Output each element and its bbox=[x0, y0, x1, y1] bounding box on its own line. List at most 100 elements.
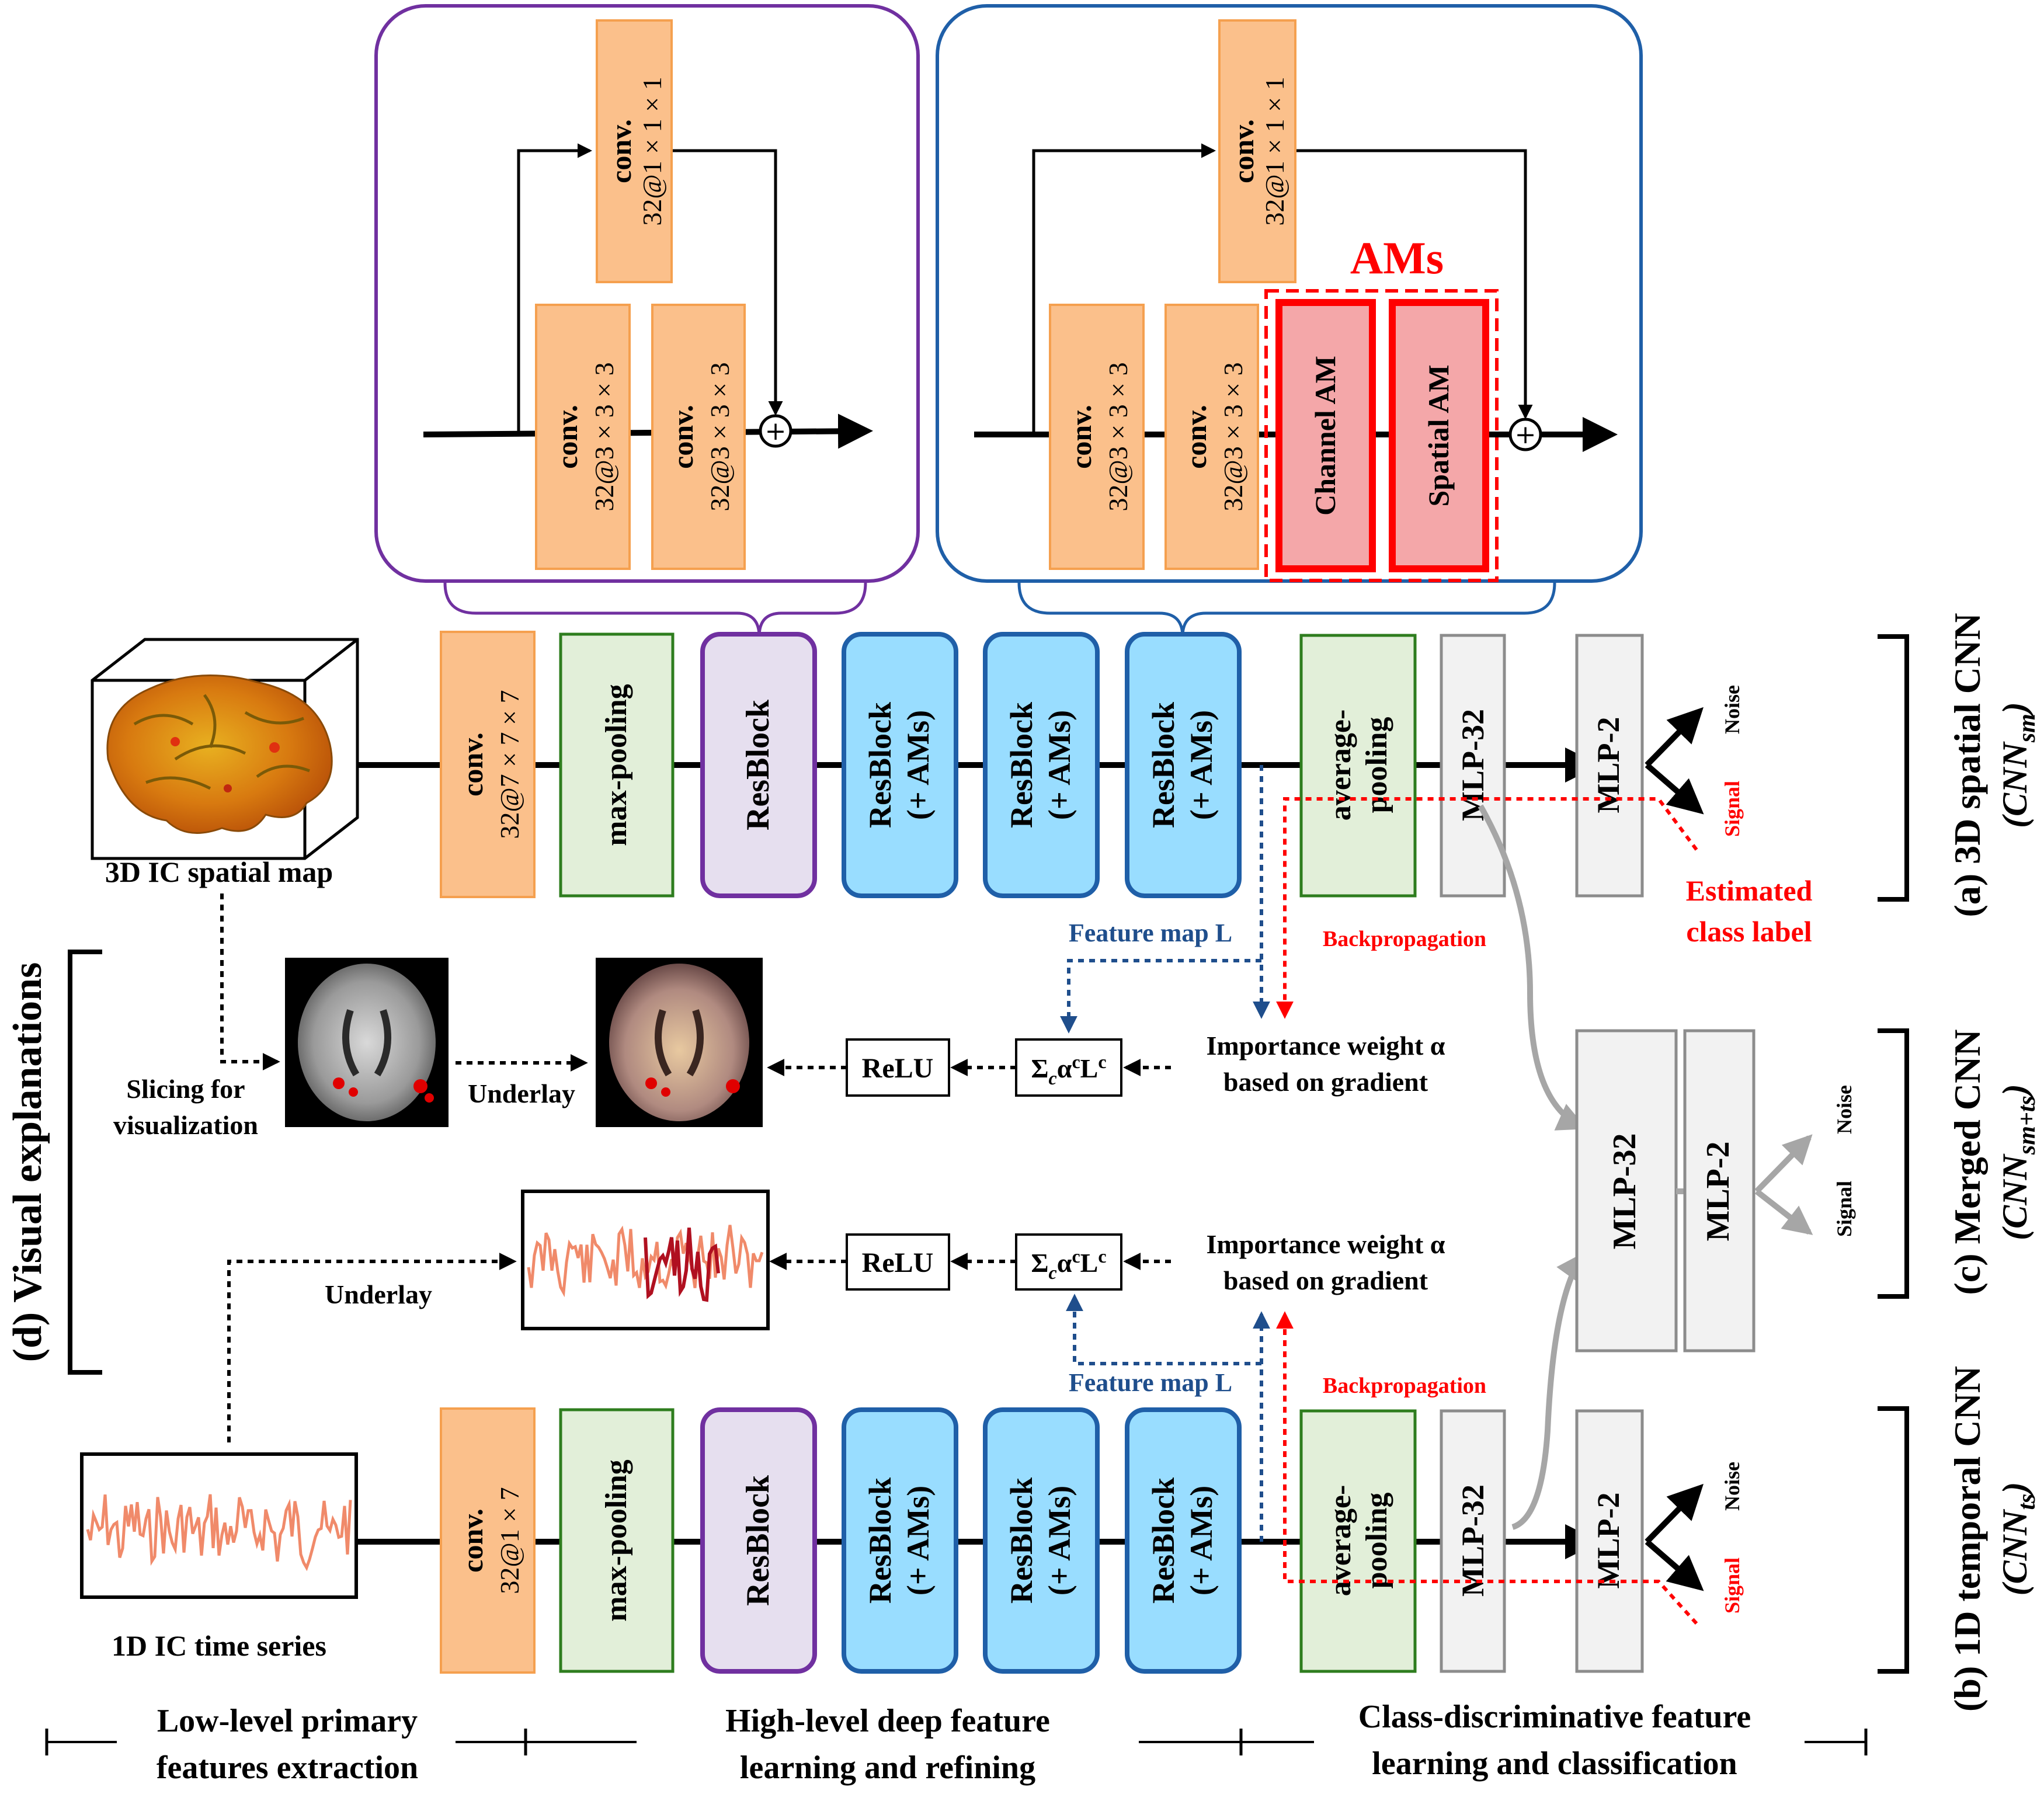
importance-top-label-1: Importance weight α bbox=[1207, 1031, 1445, 1061]
temporal-side-label-1: (b) 1D temporal CNN bbox=[1946, 1366, 1988, 1712]
temporal-resblock-am-3-sub: (+ AMs) bbox=[1184, 1486, 1219, 1595]
temporal-resblock-label: ResBlock bbox=[740, 1475, 776, 1606]
temporal-conv-label: conv. bbox=[456, 1508, 489, 1573]
temporal-avgpool-box bbox=[1299, 1409, 1417, 1673]
temporal-resblock-am-2-box bbox=[983, 1407, 1100, 1674]
resblock-detail: + conv. 32@1 × 1 × 1 conv. 32@3 × 3 × 3 … bbox=[374, 4, 920, 637]
stage-labels: Low-level primary features extraction Hi… bbox=[45, 1699, 1868, 1786]
spatial-avgpool-label-1: average- bbox=[1324, 710, 1357, 821]
temporal-resblock-am-2-sub: (+ AMs) bbox=[1042, 1486, 1077, 1595]
time-series-overlay-image bbox=[521, 1190, 770, 1330]
am-conv1-label: conv. bbox=[1065, 405, 1097, 469]
spatial-side-label-2: (CNNsm) bbox=[1996, 702, 2040, 828]
spatial-resblock-am-2-label: ResBlock bbox=[1004, 702, 1039, 828]
conv2-label: conv. bbox=[666, 405, 699, 469]
spatial-maxpool-label: max-pooling bbox=[600, 684, 633, 846]
temporal-mlp32-label: MLP-32 bbox=[1455, 1484, 1490, 1597]
spatial-avgpool-label-2: pooling bbox=[1360, 717, 1393, 813]
am-shortcut-conv-label: conv. bbox=[1227, 119, 1260, 183]
stage-high-2: learning and refining bbox=[740, 1750, 1035, 1786]
relu-bottom-label: ReLU bbox=[862, 1247, 934, 1278]
underlay-bottom-label: Underlay bbox=[325, 1280, 432, 1309]
relu-top-label: ReLU bbox=[862, 1053, 934, 1084]
stage-low-2: features extraction bbox=[157, 1750, 418, 1786]
am-conv2-box bbox=[1164, 304, 1259, 570]
merged-mlp2-box bbox=[1683, 1029, 1756, 1353]
conv1-spec: 32@3 × 3 × 3 bbox=[589, 362, 619, 511]
slicing-label-2: visualization bbox=[113, 1110, 258, 1140]
merged-mlp32-box bbox=[1575, 1029, 1678, 1353]
estimated-label-1: Estimated bbox=[1686, 874, 1813, 907]
spatial-am-label: Spatial AM bbox=[1422, 364, 1455, 506]
temporal-signal-label: Signal bbox=[1720, 1557, 1744, 1614]
merged-mlp32-label: MLP-32 bbox=[1607, 1133, 1643, 1249]
temporal-conv-box bbox=[440, 1407, 536, 1674]
spatial-conv-spec: 32@7 × 7 × 7 bbox=[495, 690, 524, 839]
spatial-noise-label: Noise bbox=[1720, 685, 1744, 734]
stage-low-1: Low-level primary bbox=[157, 1703, 418, 1739]
temporal-resblock-box bbox=[700, 1407, 817, 1674]
spatial-resblock-am-3-label: ResBlock bbox=[1146, 702, 1181, 828]
spatial-resblock-am-3-box bbox=[1125, 632, 1242, 898]
am-shortcut-conv-box bbox=[1218, 19, 1296, 283]
ams-title: AMs bbox=[1350, 232, 1444, 283]
shortcut-conv-box bbox=[596, 19, 673, 283]
am-conv2-label: conv. bbox=[1180, 405, 1212, 469]
temporal-noise-label: Noise bbox=[1720, 1462, 1744, 1511]
conv2-box bbox=[651, 304, 746, 570]
spatial-resblock-am-2-sub: (+ AMs) bbox=[1042, 710, 1077, 820]
temporal-resblock-am-2-label: ResBlock bbox=[1004, 1477, 1039, 1604]
brain-3d-image bbox=[91, 638, 359, 860]
temporal-resblock-am-1-sub: (+ AMs) bbox=[901, 1486, 936, 1595]
spatial-maxpool-box bbox=[559, 632, 675, 898]
channel-am-box bbox=[1275, 299, 1376, 572]
estimated-label-2: class label bbox=[1686, 915, 1812, 948]
merged-cnn: MLP-32 MLP-2 Noise Signal (c) Merged CNN… bbox=[1478, 804, 2040, 1530]
importance-bottom-label-2: based on gradient bbox=[1223, 1265, 1428, 1295]
spatial-resblock-am-3-sub: (+ AMs) bbox=[1184, 710, 1219, 820]
brain-slice-overlay-image bbox=[596, 958, 763, 1127]
spatial-mlp2-label: MLP-2 bbox=[1591, 717, 1626, 813]
spatial-resblock-am-1-box bbox=[842, 632, 958, 898]
resblock-am-detail: + conv. 32@1 × 1 × 1 conv. 32@3 × 3 × 3 … bbox=[936, 4, 1643, 637]
temporal-maxpool-box bbox=[559, 1408, 675, 1673]
spatial-resblock-am-2-box bbox=[983, 632, 1100, 898]
temporal-conv-spec: 32@1 × 7 bbox=[495, 1487, 524, 1594]
visual-explanations: (d) Visual explanations Slicing for visu… bbox=[5, 893, 1445, 1442]
am-conv2-spec: 32@3 × 3 × 3 bbox=[1218, 362, 1248, 511]
spatial-input-label: 3D IC spatial map bbox=[105, 856, 333, 888]
weighted-sum-top-label: ΣcαcLc bbox=[1031, 1051, 1106, 1089]
conv1-label: conv. bbox=[551, 405, 583, 469]
weighted-sum-bottom-box bbox=[1015, 1233, 1122, 1291]
temporal-input-label: 1D IC time series bbox=[112, 1629, 326, 1662]
am-shortcut-conv-spec: 32@1 × 1 × 1 bbox=[1260, 77, 1289, 225]
underlay-top-label: Underlay bbox=[468, 1079, 575, 1108]
svg-text:+: + bbox=[1515, 420, 1537, 450]
temporal-feature-map-label: Feature map L bbox=[1069, 1368, 1232, 1397]
am-conv1-box bbox=[1049, 304, 1145, 570]
spatial-mlp32-label: MLP-32 bbox=[1455, 709, 1490, 821]
temporal-resblock-am-3-label: ResBlock bbox=[1146, 1477, 1181, 1604]
stage-class-2: learning and classification bbox=[1372, 1746, 1737, 1782]
conv2-spec: 32@3 × 3 × 3 bbox=[705, 362, 735, 511]
temporal-maxpool-label: max-pooling bbox=[600, 1459, 633, 1621]
spatial-resblock-am-1-label: ResBlock bbox=[863, 702, 898, 828]
temporal-backprop-label: Backpropagation bbox=[1323, 1374, 1486, 1398]
temporal-cnn-row: 1D IC time series conv. 32@1 × 7 max-poo… bbox=[80, 1294, 2040, 1712]
merged-side-label-2: (CNNsm+ts) bbox=[1996, 1084, 2040, 1240]
weighted-sum-top-box bbox=[1015, 1038, 1122, 1097]
importance-bottom-label-1: Importance weight α bbox=[1207, 1229, 1445, 1259]
spatial-avgpool-box bbox=[1299, 634, 1417, 898]
brain-slice-image bbox=[285, 958, 449, 1127]
am-conv1-spec: 32@3 × 3 × 3 bbox=[1103, 362, 1133, 511]
spatial-mlp2-box bbox=[1575, 634, 1644, 898]
spatial-mlp32-box bbox=[1440, 634, 1506, 898]
slicing-label-1: Slicing for bbox=[126, 1074, 245, 1104]
stage-class-1: Class-discriminative feature bbox=[1358, 1699, 1751, 1735]
time-series-image bbox=[80, 1452, 358, 1599]
merged-mlp2-label: MLP-2 bbox=[1700, 1141, 1736, 1241]
spatial-backprop-label: Backpropagation bbox=[1323, 927, 1486, 951]
channel-am-label: Channel AM bbox=[1309, 356, 1341, 516]
svg-text:+: + bbox=[765, 416, 787, 446]
